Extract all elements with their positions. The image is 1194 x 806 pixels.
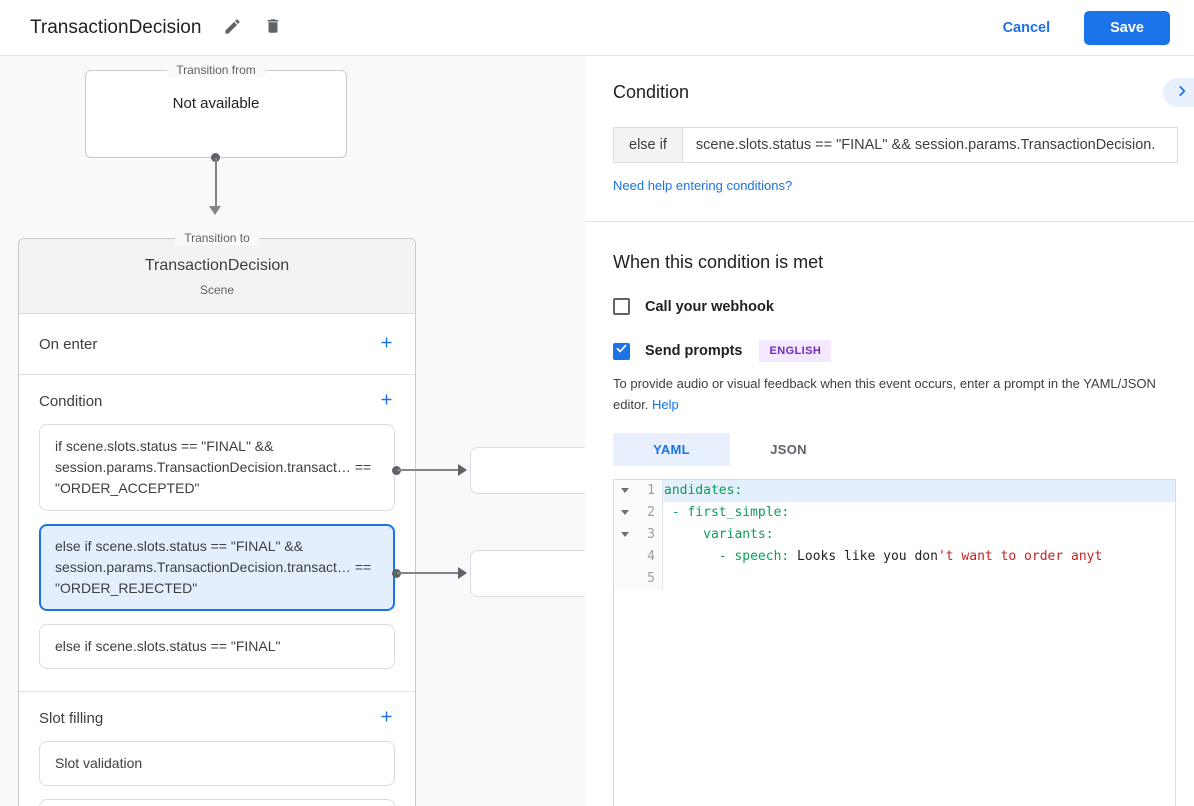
code-token: variants: bbox=[664, 526, 774, 542]
scene-type: Scene bbox=[199, 283, 235, 297]
cancel-button[interactable]: Cancel bbox=[1002, 19, 1051, 36]
code-line: 2 - first_simple: bbox=[614, 501, 1175, 524]
code-token: andidates: bbox=[664, 482, 743, 498]
connector-line bbox=[397, 572, 459, 574]
send-prompts-row: Send prompts ENGLISH bbox=[613, 340, 1178, 362]
condition-card-accepted[interactable]: if scene.slots.status == "FINAL" && sess… bbox=[39, 424, 395, 511]
yaml-editor[interactable]: 1 andidates: 2 - first_simple: 3 bbox=[613, 478, 1176, 806]
code-token: - first_simple: bbox=[664, 504, 790, 520]
chevron-right-icon bbox=[1175, 84, 1189, 101]
when-met-section: When this condition is met Call your web… bbox=[585, 222, 1194, 806]
code-line: 3 variants: bbox=[614, 523, 1175, 546]
condition-card-final[interactable]: else if scene.slots.status == "FINAL" bbox=[39, 624, 395, 669]
fold-arrow-icon[interactable] bbox=[621, 532, 629, 538]
scene-header: TransactionDecision Scene bbox=[19, 239, 415, 314]
arrow-right-icon bbox=[458, 567, 467, 579]
editor-gutter: 4 bbox=[614, 545, 663, 568]
transition-from-label: Transition from bbox=[167, 63, 265, 77]
line-number: 3 bbox=[647, 527, 655, 543]
on-enter-section: On enter bbox=[19, 314, 415, 375]
arrow-down-icon bbox=[209, 206, 221, 215]
slot-validation-card[interactable]: Slot validation bbox=[39, 741, 395, 786]
fold-arrow-icon[interactable] bbox=[621, 510, 629, 516]
add-condition-button[interactable] bbox=[378, 391, 395, 411]
code-token: 't want to order anyt bbox=[937, 548, 1103, 564]
delete-scene-button[interactable] bbox=[264, 16, 282, 39]
connector-dot bbox=[211, 153, 220, 162]
prompt-description: To provide audio or visual feedback when… bbox=[613, 374, 1173, 416]
connector-dot bbox=[392, 466, 401, 475]
top-bar: TransactionDecision Cancel Save bbox=[0, 0, 1194, 56]
code-content[interactable]: - first_simple: bbox=[663, 502, 1175, 524]
line-number: 1 bbox=[647, 483, 655, 499]
line-number: 5 bbox=[647, 571, 655, 587]
code-line: 1 andidates: bbox=[614, 479, 1175, 502]
plus-icon bbox=[378, 334, 395, 354]
scene-name: TransactionDecision bbox=[144, 257, 290, 274]
slot-filling-card-partial[interactable] bbox=[39, 799, 395, 806]
editor-gutter: 5 bbox=[614, 567, 663, 590]
code-content[interactable] bbox=[663, 568, 1175, 590]
code-content[interactable]: variants: bbox=[663, 524, 1175, 546]
arrow-right-icon bbox=[458, 464, 467, 476]
condition-help-link[interactable]: Need help entering conditions? bbox=[613, 178, 793, 193]
webhook-label: Call your webhook bbox=[645, 298, 774, 315]
connector-line bbox=[397, 469, 459, 471]
condition-editor-panel: Condition else if Need help entering con… bbox=[585, 56, 1194, 806]
code-content[interactable]: - speech: Looks like you don't want to o… bbox=[663, 546, 1175, 568]
language-badge: ENGLISH bbox=[759, 340, 832, 362]
tab-json[interactable]: JSON bbox=[770, 441, 807, 457]
fold-arrow-icon[interactable] bbox=[621, 488, 629, 494]
plus-icon bbox=[378, 708, 395, 728]
on-enter-label: On enter bbox=[39, 335, 98, 353]
save-button[interactable]: Save bbox=[1084, 10, 1170, 45]
code-line: 5 bbox=[614, 567, 1175, 590]
help-link[interactable]: Help bbox=[652, 396, 679, 412]
add-slot-button[interactable] bbox=[378, 708, 395, 728]
code-content[interactable]: andidates: bbox=[663, 479, 1175, 502]
webhook-row: Call your webhook bbox=[613, 298, 1178, 315]
connector-dot bbox=[392, 569, 401, 578]
transition-target-node[interactable] bbox=[470, 447, 585, 494]
condition-expression-input[interactable] bbox=[681, 127, 1178, 163]
slot-filling-label: Slot filling bbox=[39, 709, 104, 727]
transition-from-node[interactable]: Transition from Not available bbox=[85, 63, 347, 158]
plus-icon bbox=[378, 391, 395, 411]
transition-target-node[interactable] bbox=[470, 550, 585, 597]
condition-section-label: Condition bbox=[39, 392, 103, 410]
condition-prefix-label: else if bbox=[613, 127, 682, 163]
send-prompts-label: Send prompts bbox=[645, 343, 743, 359]
panel-title: Condition bbox=[613, 82, 690, 102]
add-on-enter-button[interactable] bbox=[378, 334, 395, 354]
when-met-title: When this condition is met bbox=[613, 252, 824, 272]
code-token: - speech: bbox=[664, 548, 790, 564]
line-number: 2 bbox=[647, 505, 655, 521]
tab-yaml[interactable]: YAML bbox=[613, 432, 730, 466]
collapse-panel-button[interactable] bbox=[1163, 78, 1194, 107]
condition-card-rejected[interactable]: else if scene.slots.status == "FINAL" &&… bbox=[39, 524, 395, 611]
pencil-icon bbox=[223, 17, 242, 39]
condition-section: Condition if scene.slots.status == "FINA… bbox=[19, 375, 415, 692]
transition-to-label: Transition to bbox=[175, 231, 259, 245]
checkmark-icon bbox=[615, 342, 628, 360]
slot-filling-section: Slot filling Slot validation bbox=[19, 692, 415, 806]
trash-icon bbox=[264, 16, 282, 39]
transition-from-content: Not available bbox=[172, 95, 260, 113]
line-number: 4 bbox=[647, 549, 655, 565]
editor-gutter: 2 bbox=[614, 501, 663, 524]
transition-to-node: Transition to TransactionDecision Scene … bbox=[18, 231, 416, 806]
scene-canvas: Transition from Not available Transition… bbox=[0, 56, 585, 806]
webhook-checkbox[interactable] bbox=[613, 298, 630, 315]
editor-gutter: 3 bbox=[614, 523, 663, 546]
connector-line bbox=[215, 158, 217, 206]
condition-input-section: Condition else if Need help entering con… bbox=[585, 56, 1194, 222]
code-token: Looks like you don bbox=[789, 548, 938, 564]
prompt-description-text: To provide audio or visual feedback when… bbox=[613, 376, 1156, 412]
send-prompts-checkbox[interactable] bbox=[613, 342, 630, 360]
edit-title-button[interactable] bbox=[223, 17, 242, 39]
code-line: 4 - speech: Looks like you don't want to… bbox=[614, 545, 1175, 568]
page-title: TransactionDecision bbox=[30, 16, 202, 38]
editor-gutter: 1 bbox=[614, 479, 663, 502]
editor-tabs: YAML JSON bbox=[613, 432, 1178, 466]
